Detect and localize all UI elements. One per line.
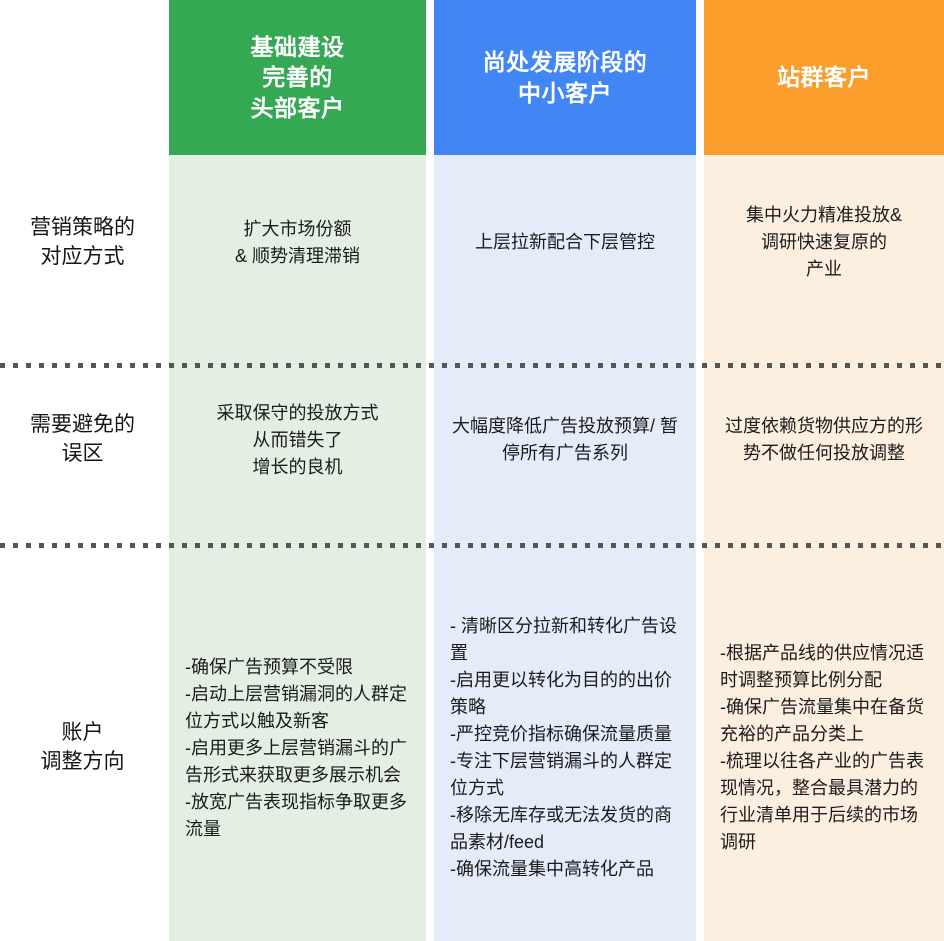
cell-pitfalls-site-group: 过度依赖货物供应方的形势不做任何投放调整 (704, 355, 944, 525)
spacer-cell (704, 155, 944, 160)
bullet-item: -确保流量集中高转化产品 (450, 859, 654, 879)
cell-text: 集中火力精准投放&调研快速复原的产业 (746, 202, 902, 283)
bullet-item: -移除无库存或无法发货的商品素材/feed (450, 805, 672, 852)
text-line: 上层拉新配合下层管控 (475, 232, 655, 252)
row-label-account-adjustments: 账户调整方向 (0, 555, 165, 941)
text-line: & 顺势清理滞销 (234, 245, 360, 266)
spacer-cell (434, 525, 696, 555)
bullet-item: -放宽广告表现指标争取更多流量 (185, 791, 407, 839)
bullet-item: -启动上层营销漏洞的人群定位方式以触及新客 (185, 683, 407, 731)
cell-bullet-list: -根据产品线的供应情况适时调整预算比例分配 -确保广告流量集中在备货充裕的产品分类… (720, 640, 928, 856)
bullet-item: -梳理以往各产业的广告表现情况，整合最具潜力的行业清单用于后续的市场调研 (720, 751, 924, 852)
spacer-label (4, 325, 161, 355)
text-line: 增长的良机 (252, 456, 343, 477)
bullet-item: -专注下层营销漏斗的人群定位方式 (450, 751, 672, 798)
text-line: 大幅度降低广告投放预算/ 暂停所有广告系列 (451, 416, 678, 463)
cell-marketing-strategy-head-customers: 扩大市场份额 & 顺势清理滞销 (169, 160, 426, 325)
table-corner-cell (0, 0, 165, 155)
column-header-label: 基础建设完善的头部客户 (251, 32, 345, 123)
text-line: 基础建设 (250, 33, 345, 60)
cell-pitfalls-growing-smb: 大幅度降低广告投放预算/ 暂停所有广告系列 (434, 355, 696, 525)
bullet-item: -确保广告流量集中在备货充裕的产品分类上 (720, 697, 924, 744)
text-line: 站群客户 (777, 64, 871, 91)
cell-marketing-strategy-site-group: 集中火力精准投放&调研快速复原的产业 (704, 160, 944, 325)
text-line: 账户 (61, 721, 104, 745)
text-line: 头部客户 (250, 94, 345, 121)
text-line: 对应方式 (40, 244, 125, 268)
bullet-item: - 清晰区分拉新和转化广告设置 (450, 616, 677, 663)
text-line: 需要避免的 (30, 413, 135, 437)
spacer-label (4, 155, 161, 160)
cell-account-adjustments-growing-smb: - 清晰区分拉新和转化广告设置 -启用更以转化为目的的出价策略 -严控竞价指标确保流… (434, 555, 696, 941)
text-line: 采取保守的投放方式 (216, 402, 379, 423)
cell-pitfalls-head-customers: 采取保守的投放方式从而错失了增长的良机 (169, 355, 426, 525)
row-label-text: 账户调整方向 (41, 719, 125, 777)
text-line: 产业 (805, 259, 842, 279)
bullet-item: -根据产品线的供应情况适时调整预算比例分配 (720, 643, 924, 690)
cell-text: 上层拉新配合下层管控 (475, 229, 655, 256)
cell-bullet-list: - 清晰区分拉新和转化广告设置 -启用更以转化为目的的出价策略 -严控竞价指标确保流… (450, 613, 680, 883)
text-line: 调研快速复原的 (760, 232, 887, 252)
bullet-item: -启用更以转化为目的的出价策略 (450, 670, 672, 717)
column-header-label: 站群客户 (777, 62, 871, 92)
cell-marketing-strategy-growing-smb: 上层拉新配合下层管控 (434, 160, 696, 325)
bullet-item: -确保广告预算不受限 (185, 656, 353, 677)
column-header-label: 尚处发展阶段的中小客户 (483, 47, 648, 108)
bullet-item: -严控竞价指标确保流量质量 (450, 724, 672, 744)
spacer-cell (169, 155, 426, 160)
row-label-text: 营销策略的对应方式 (30, 214, 135, 272)
cell-text: 大幅度降低广告投放预算/ 暂停所有广告系列 (448, 413, 682, 467)
spacer-cell (704, 325, 944, 355)
cell-bullet-list: -确保广告预算不受限 -启动上层营销漏洞的人群定位方式以触及新客 -启用更多上层营销… (185, 654, 410, 843)
text-line: 营销策略的 (30, 215, 135, 239)
row-label-text: 需要避免的误区 (30, 411, 135, 469)
cell-text: 扩大市场份额 & 顺势清理滞销 (235, 216, 360, 270)
cell-text: 采取保守的投放方式从而错失了增长的良机 (217, 400, 379, 481)
text-line: 调整方向 (40, 750, 125, 773)
column-header-head-customers: 基础建设完善的头部客户 (169, 0, 426, 155)
bullet-item: -启用更多上层营销漏斗的广告形式来获取更多展示机会 (185, 737, 407, 785)
column-header-site-group: 站群客户 (704, 0, 944, 155)
cell-text: 过度依赖货物供应方的形势不做任何投放调整 (718, 413, 930, 467)
row-label-marketing-strategy: 营销策略的对应方式 (0, 160, 165, 325)
text-line: 过度依赖货物供应方的形势不做任何投放调整 (725, 416, 923, 463)
cell-account-adjustments-head-customers: -确保广告预算不受限 -启动上层营销漏洞的人群定位方式以触及新客 -启用更多上层营销… (169, 555, 426, 941)
text-line: 扩大市场份额 (243, 218, 352, 239)
text-line: 误区 (61, 442, 104, 465)
text-line: 中小客户 (518, 79, 612, 106)
text-line: 集中火力精准投放& (745, 205, 902, 225)
spacer-cell (434, 325, 696, 355)
row-label-pitfalls-to-avoid: 需要避免的误区 (0, 355, 165, 525)
spacer-label (4, 525, 161, 555)
spacer-cell (169, 525, 426, 555)
text-line: 从而错失了 (252, 429, 343, 450)
column-header-growing-smb: 尚处发展阶段的中小客户 (434, 0, 696, 155)
text-line: 完善的 (262, 64, 333, 91)
spacer-cell (169, 325, 426, 355)
text-line: 尚处发展阶段的 (482, 49, 648, 76)
cell-account-adjustments-site-group: -根据产品线的供应情况适时调整预算比例分配 -确保广告流量集中在备货充裕的产品分类… (704, 555, 944, 941)
spacer-cell (704, 525, 944, 555)
spacer-cell (434, 155, 696, 160)
